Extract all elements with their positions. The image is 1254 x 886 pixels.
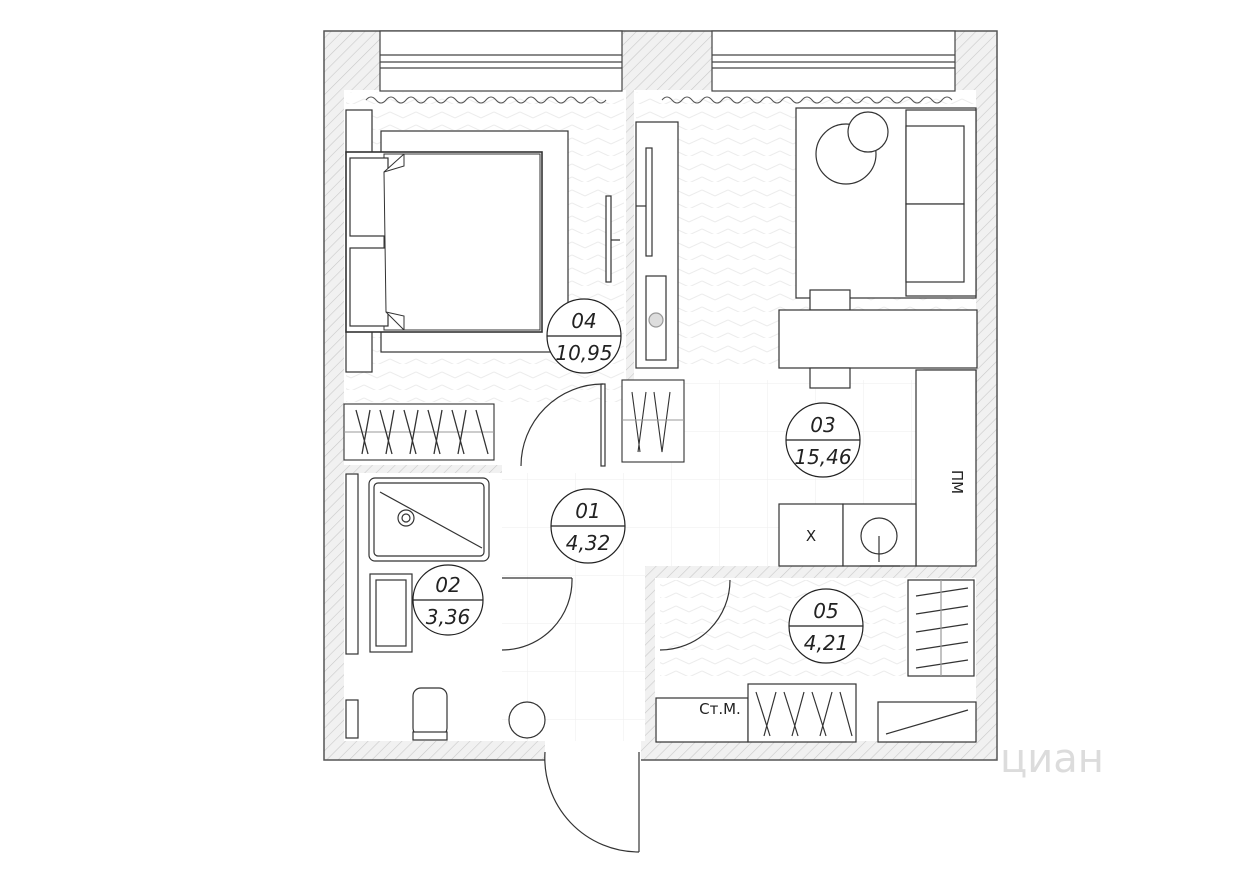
counter (915, 369, 977, 567)
bath-door-swing (501, 577, 573, 651)
living-tv-unit (635, 121, 679, 369)
blanket (383, 153, 541, 331)
room-marker-03: 03 15,46 (785, 402, 861, 478)
towel-rail (345, 473, 359, 655)
hall-cabinet (621, 379, 685, 463)
pillow-top (349, 157, 389, 237)
room-area: 4,21 (804, 631, 849, 655)
bath-partition (345, 699, 359, 739)
bedroom-wardrobe (343, 403, 495, 461)
room-number: 01 (575, 499, 600, 523)
room-area: 15,46 (794, 445, 851, 469)
bedside-bottom (345, 329, 373, 373)
storage-room (655, 579, 977, 743)
room-marker-05: 05 4,21 (788, 588, 864, 664)
bedside-top (345, 109, 373, 155)
dishwasher-label: ПМ (948, 470, 966, 494)
storage-door-swing (659, 579, 731, 651)
room-area: 3,36 (426, 605, 471, 629)
room-marker-02: 02 3,36 (412, 564, 484, 636)
dining-table (778, 309, 978, 369)
room-area: 4,32 (566, 531, 611, 555)
bedroom-furniture (345, 109, 620, 373)
fridge (778, 503, 844, 567)
watermark: циан (1000, 736, 1104, 782)
room-number: 02 (435, 573, 460, 597)
living-furniture (778, 107, 978, 389)
windows (379, 30, 956, 92)
hall (501, 577, 640, 853)
hall-wardrobe (747, 683, 857, 743)
room-marker-01: 01 4,32 (550, 488, 626, 564)
kitchen (778, 369, 977, 567)
chair-top (809, 289, 851, 311)
room-number: 04 (571, 309, 596, 333)
window-living (711, 30, 956, 92)
room-number: 03 (810, 413, 835, 437)
window-bedroom (379, 30, 623, 92)
room-area: 10,95 (555, 341, 612, 365)
curtains (365, 96, 953, 104)
curtain-bedroom (365, 96, 607, 104)
room-number: 05 (813, 599, 838, 623)
fridge-label: Х (806, 527, 816, 545)
entry-door-swing (544, 751, 640, 853)
room-marker-04: 04 10,95 (546, 298, 622, 374)
washing-machine (655, 697, 749, 743)
curtain-living (661, 96, 953, 104)
pouf (508, 701, 546, 739)
bathroom (345, 473, 490, 741)
fireplace-icon (648, 312, 664, 328)
bedroom-door (520, 383, 606, 467)
wall-tv-bedroom (605, 195, 612, 283)
toilet (412, 687, 448, 737)
chair-bottom (809, 367, 851, 389)
washing-machine-label: Ст.М. (699, 700, 741, 718)
pillow-bottom (349, 247, 389, 327)
coffee-table-small (847, 111, 889, 153)
